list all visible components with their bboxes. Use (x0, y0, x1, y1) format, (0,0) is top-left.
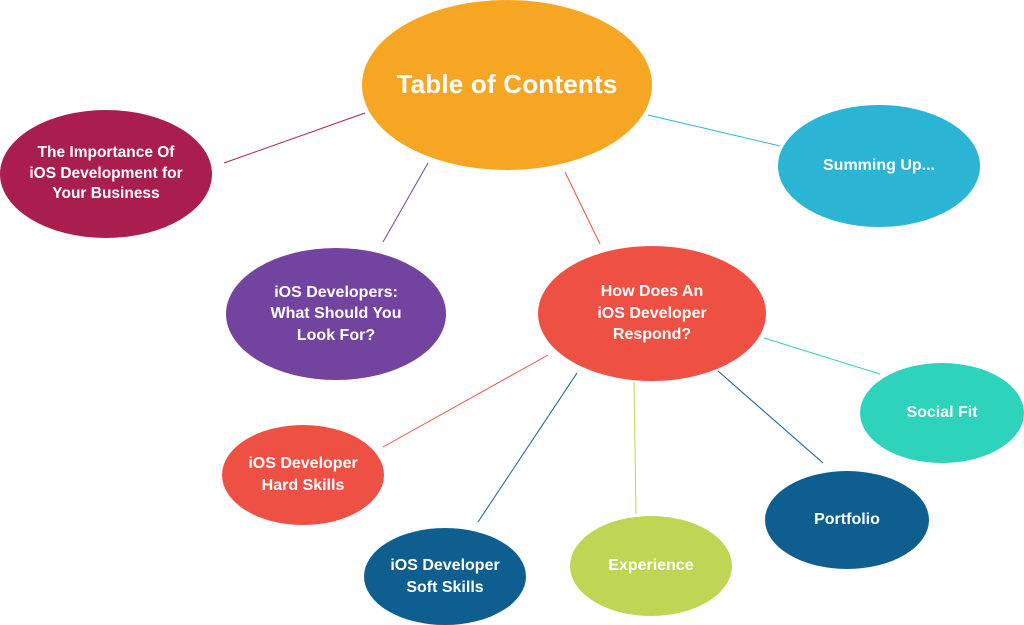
node-label: The Importance Of iOS Development for Yo… (29, 143, 183, 203)
connector-respond-social (763, 337, 881, 375)
node-summing-up[interactable]: Summing Up... (778, 105, 980, 227)
node-experience[interactable]: Experience (570, 516, 732, 616)
connector-toc-importance (223, 112, 366, 164)
node-how-does-developer-respond[interactable]: How Does An iOS Developer Respond? (538, 246, 766, 381)
node-label: Experience (608, 557, 694, 575)
connector-toc-developers (382, 162, 429, 243)
node-label: iOS Developer Soft Skills (390, 556, 500, 596)
connector-respond-soft (477, 372, 578, 523)
node-soft-skills[interactable]: iOS Developer Soft Skills (364, 528, 526, 625)
node-social-fit[interactable]: Social Fit (860, 363, 1024, 463)
node-importance-of-ios-development[interactable]: The Importance Of iOS Development for Yo… (0, 110, 212, 238)
node-label: Table of Contents (396, 69, 618, 100)
node-hard-skills[interactable]: iOS Developer Hard Skills (222, 425, 384, 525)
node-label: iOS Developer Hard Skills (248, 455, 358, 494)
node-label: Social Fit (906, 404, 978, 422)
node-label: iOS Developers: What Should You Look For… (270, 283, 402, 344)
node-label: Portfolio (814, 511, 880, 529)
node-table-of-contents[interactable]: Table of Contents (362, 0, 652, 170)
node-ios-developers-what-to-look-for[interactable]: iOS Developers: What Should You Look For… (226, 248, 446, 380)
connector-toc-summing (647, 114, 781, 147)
connector-respond-hard (382, 354, 549, 448)
connector-toc-respond (564, 171, 601, 245)
node-label: How Does An iOS Developer Respond? (597, 283, 707, 344)
node-label: Summing Up... (823, 157, 935, 175)
node-portfolio[interactable]: Portfolio (765, 471, 929, 569)
connector-respond-portfolio (717, 370, 824, 464)
connector-respond-experience (633, 381, 637, 515)
